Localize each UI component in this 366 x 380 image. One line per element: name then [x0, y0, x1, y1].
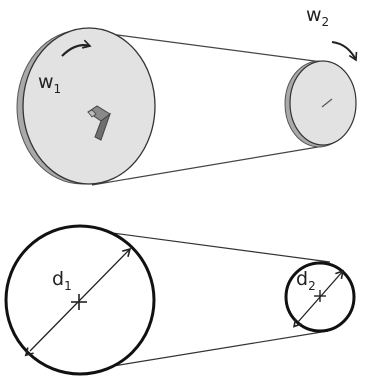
d2-label: d2 [296, 268, 316, 293]
diameter-d1-arrow-icon [24, 247, 132, 357]
d2-label-subscript: 2 [308, 279, 316, 293]
large-pulley-face [22, 27, 156, 185]
small-pulley-shaft-icon [321, 98, 333, 108]
rotation-arrow-w2-icon [331, 41, 358, 62]
schematic-belt-upper-line [89, 229, 331, 263]
small-pulley-center-mark [314, 290, 326, 302]
w1-label: w1 [38, 71, 61, 96]
belt-upper-line [79, 29, 323, 63]
w2-label-main: w [306, 4, 322, 26]
small-pulley-face [289, 60, 357, 146]
perspective-belt-drive: w1 w2 [16, 4, 358, 186]
large-pulley-center-mark [71, 294, 87, 310]
d1-label-main: d [52, 268, 64, 290]
d1-label-subscript: 1 [64, 279, 72, 293]
w1-label-subscript: 1 [54, 82, 62, 96]
d2-label-main: d [296, 268, 308, 290]
w1-label-main: w [38, 71, 54, 93]
w2-label: w2 [306, 4, 329, 29]
schematic-belt-lower-line [94, 330, 329, 370]
d1-label: d1 [52, 268, 72, 293]
rotation-arrow-w1-icon [61, 39, 92, 57]
schematic-belt-drive: d1 d2 [4, 224, 356, 376]
crank-handle-icon [87, 105, 112, 141]
w2-label-subscript: 2 [322, 15, 330, 29]
belt-lower-line [91, 145, 325, 186]
